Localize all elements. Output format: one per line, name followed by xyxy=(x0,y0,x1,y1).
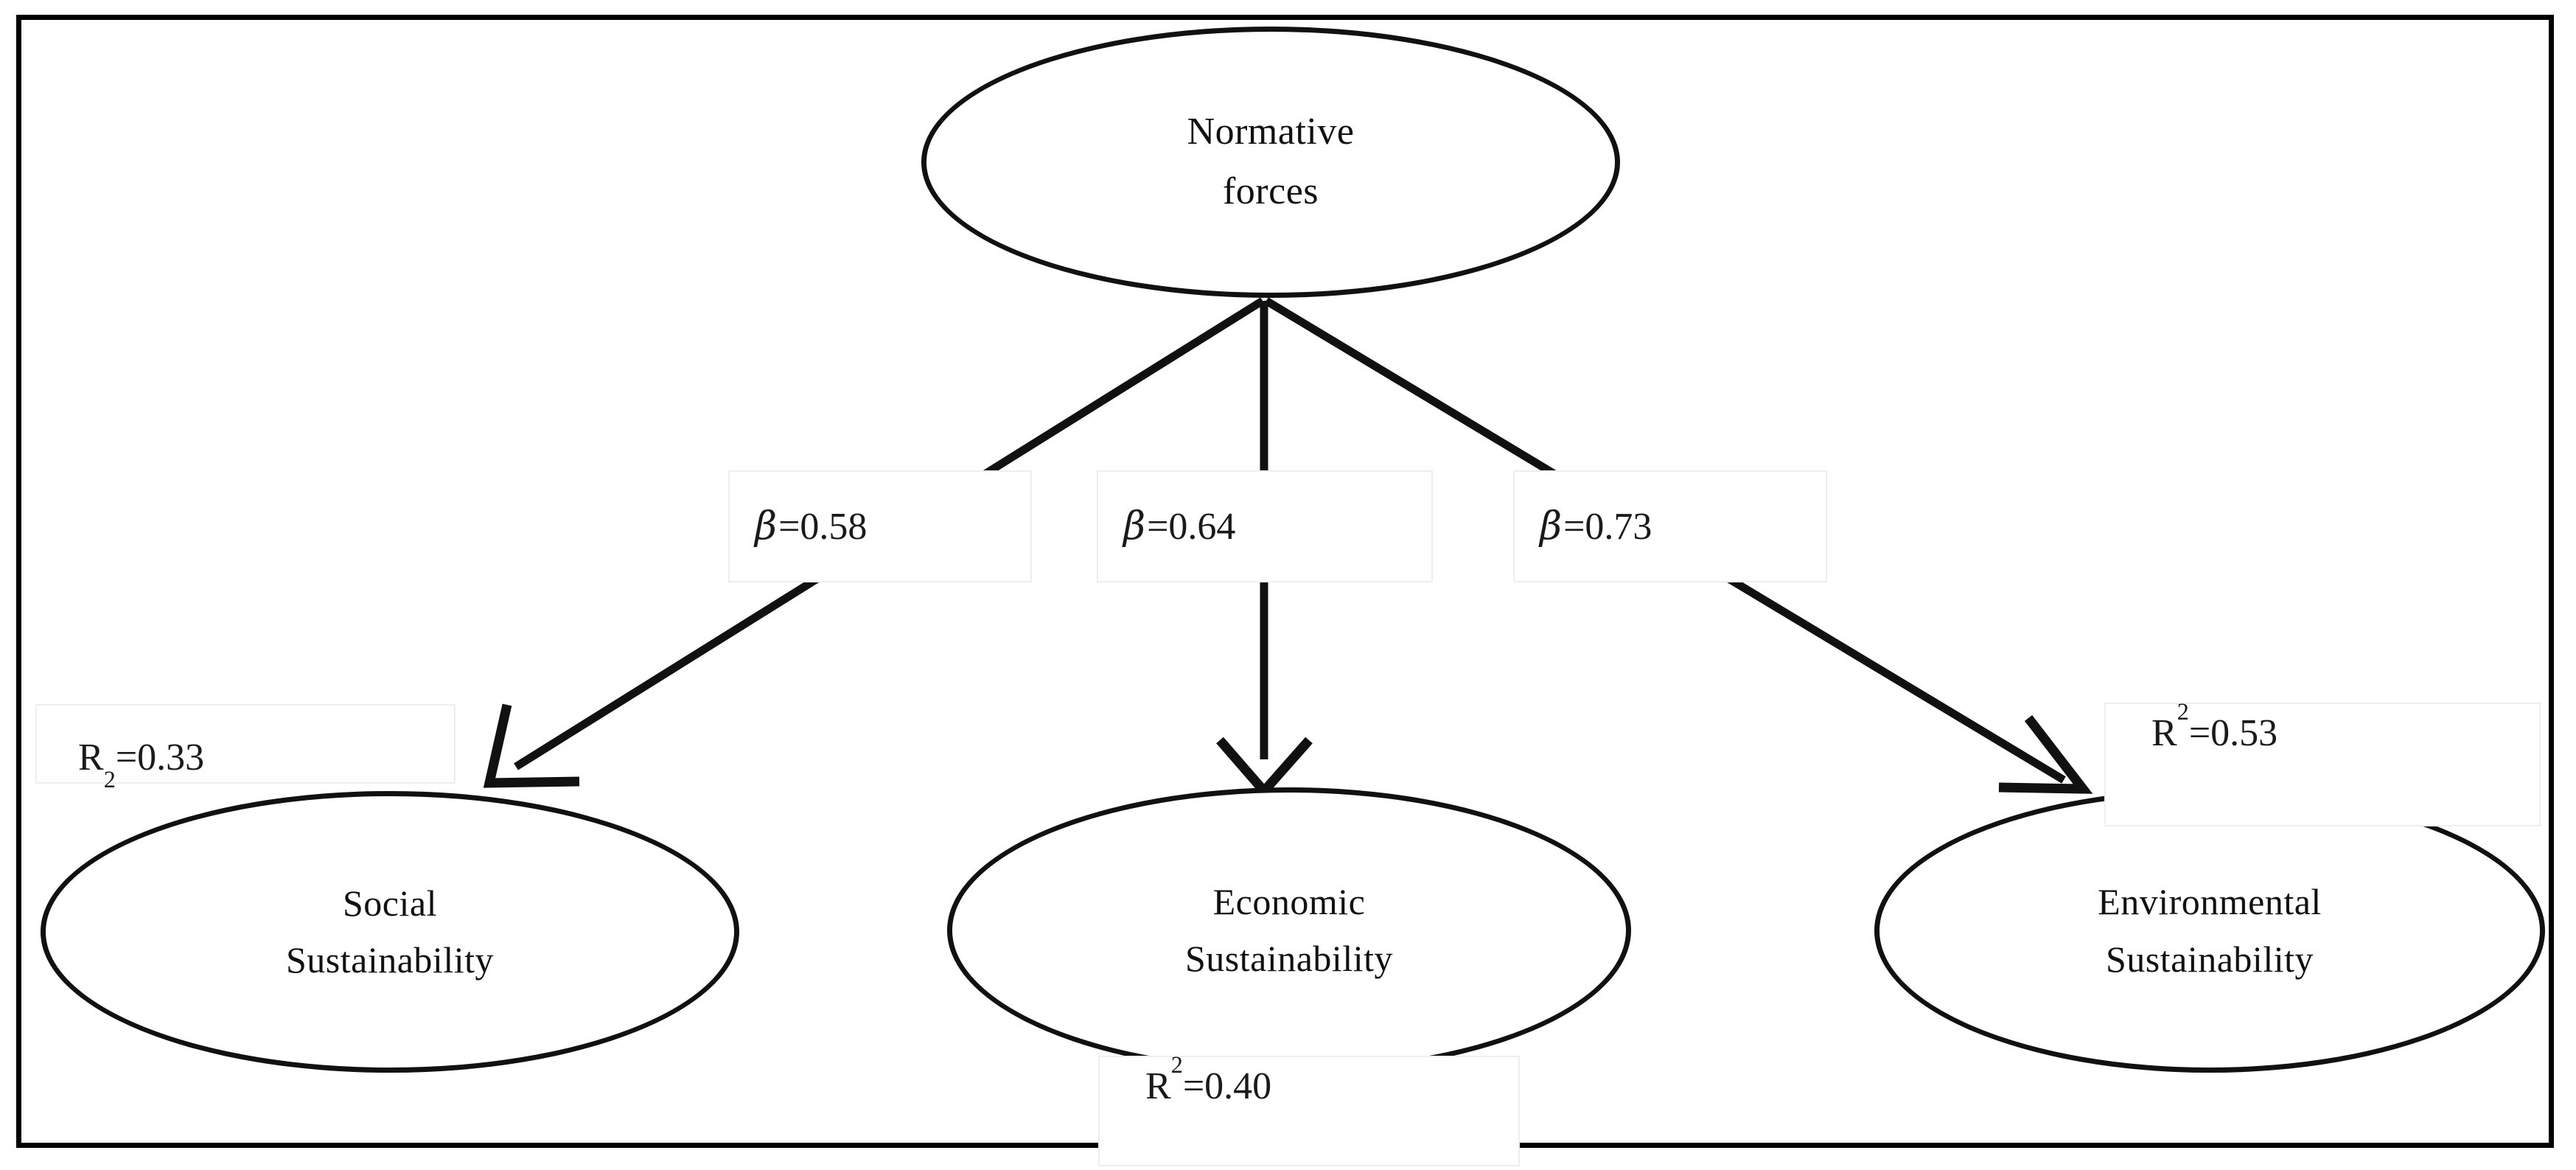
node-social-sustainability-line2: Sustainability xyxy=(286,939,494,981)
beta-symbol-environmental: β xyxy=(1540,504,1563,549)
beta-value-environmental: =0.73 xyxy=(1563,505,1652,548)
node-economic-sustainability[interactable]: Economic Sustainability xyxy=(947,787,1631,1073)
node-social-sustainability-line1: Social xyxy=(343,882,437,924)
beta-label-environmental: β=0.73 xyxy=(1513,470,1827,582)
beta-symbol-economic: β xyxy=(1123,504,1146,549)
r-squared-value-social: =0.33 xyxy=(115,737,205,779)
r-squared-prefix-environmental: R xyxy=(2151,712,2177,754)
node-normative-forces-line2: forces xyxy=(1222,170,1319,212)
arrowhead-social xyxy=(483,703,580,788)
node-normative-forces-line1: Normative xyxy=(1187,111,1355,153)
r-squared-value-economic: =0.40 xyxy=(1182,1065,1272,1107)
arrowhead-environmental xyxy=(1998,715,2093,794)
beta-value-economic: =0.64 xyxy=(1147,505,1236,548)
node-social-sustainability[interactable]: Social Sustainability xyxy=(41,791,739,1073)
node-environmental-sustainability-line2: Sustainability xyxy=(2106,938,2314,980)
node-environmental-sustainability[interactable]: Environmental Sustainability xyxy=(1874,789,2545,1073)
beta-symbol-social: β xyxy=(755,504,778,549)
node-normative-forces[interactable]: Normative forces xyxy=(921,27,1620,298)
node-economic-sustainability-line1: Economic xyxy=(1212,880,1366,922)
r-squared-value-environmental: =0.53 xyxy=(2188,712,2278,754)
r-squared-prefix-social: R xyxy=(78,737,104,779)
beta-value-social: =0.58 xyxy=(778,505,868,548)
node-economic-sustainability-line2: Sustainability xyxy=(1185,938,1393,979)
node-environmental-sustainability-line1: Environmental xyxy=(2098,881,2322,922)
beta-label-economic: β=0.64 xyxy=(1097,470,1433,582)
r-squared-prefix-economic: R xyxy=(1145,1065,1171,1107)
beta-label-social: β=0.58 xyxy=(728,470,1032,582)
